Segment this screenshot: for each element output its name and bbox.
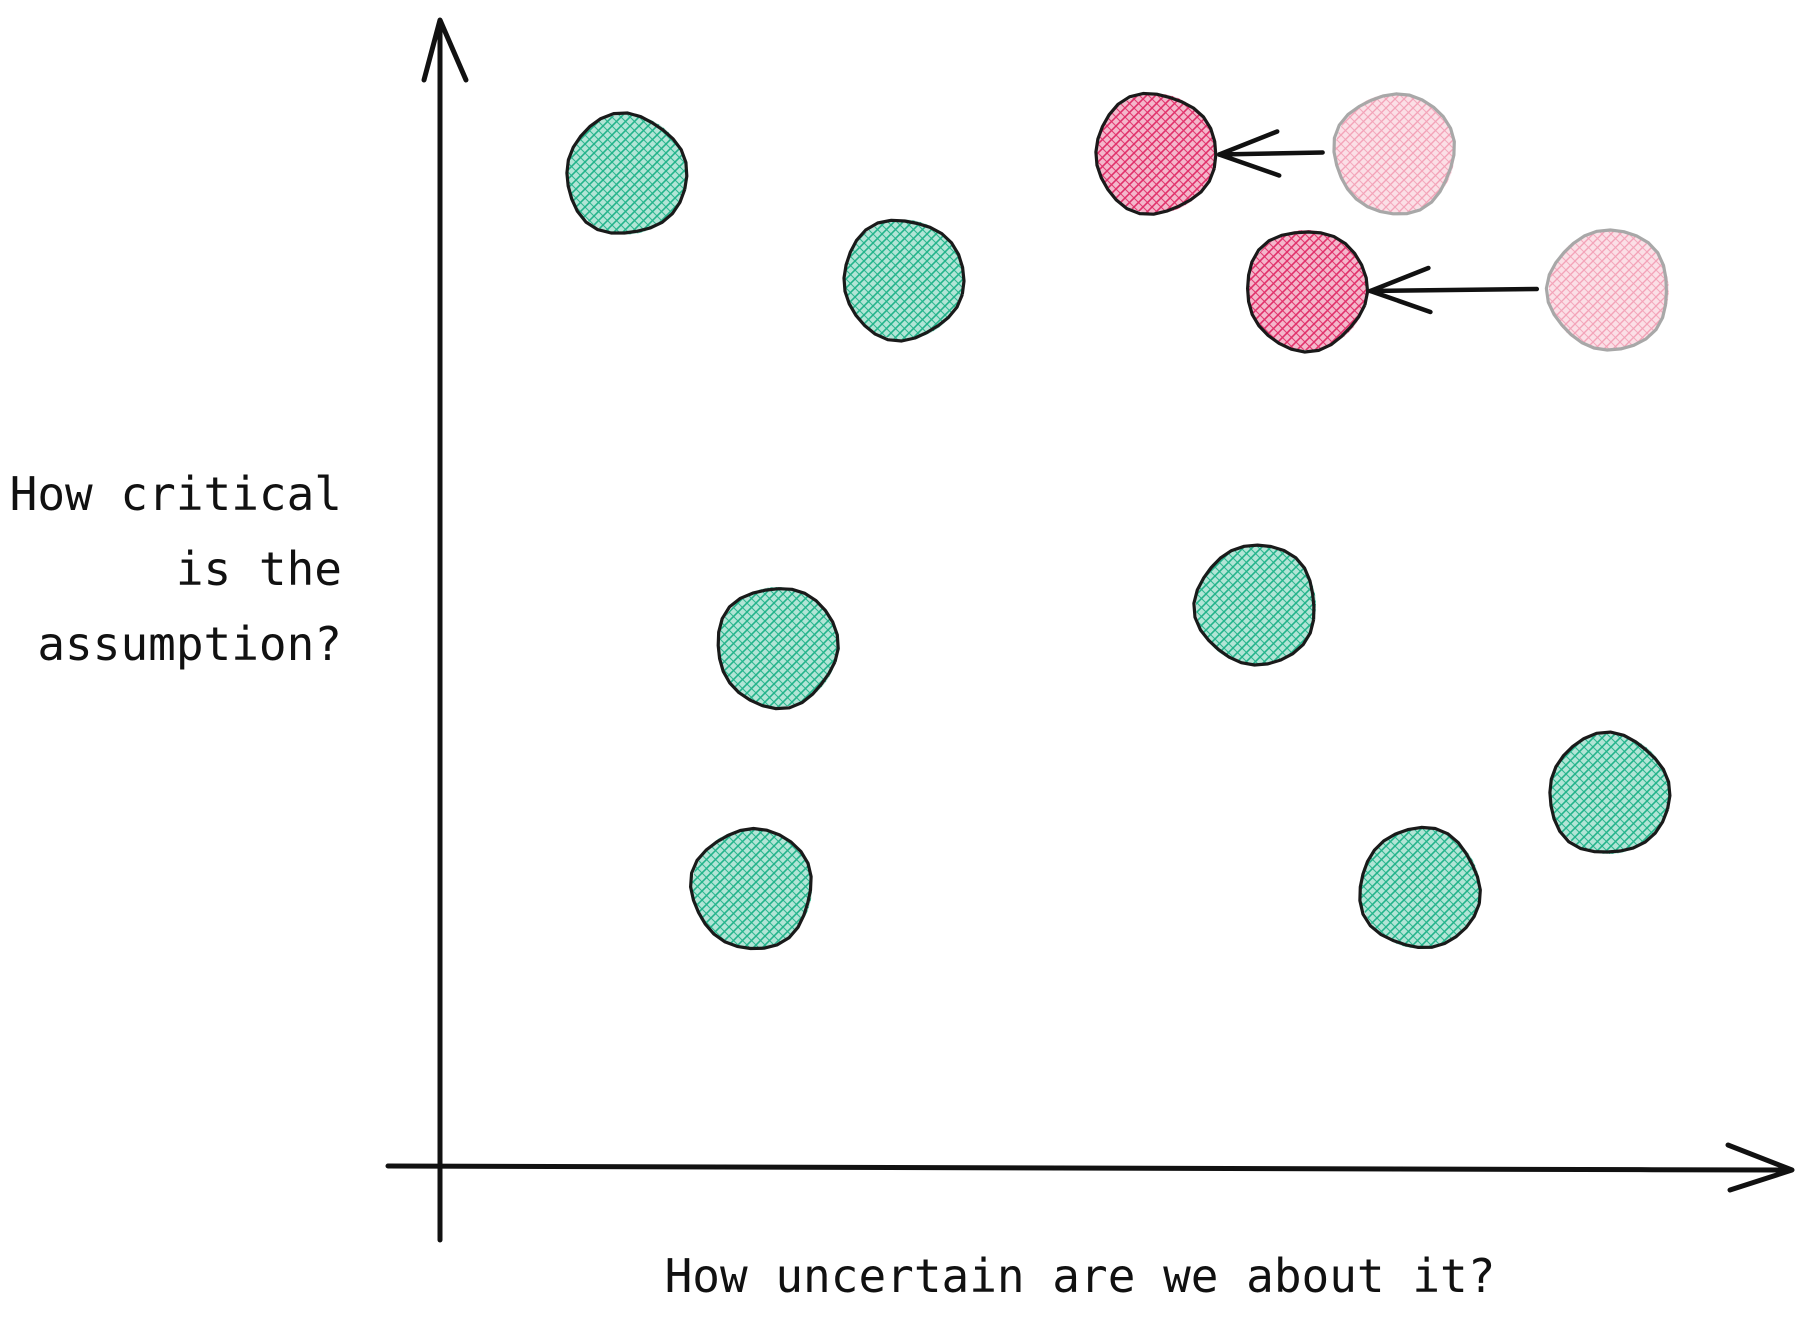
risky-assumption-point-7: [1094, 91, 1218, 216]
validated-assumption-point-6-outline: [1548, 730, 1672, 854]
validated-assumption-point-0-outline: [565, 111, 689, 235]
previous-position-point-7: [1332, 92, 1456, 216]
y-axis-label-line-2: is the: [176, 542, 342, 596]
validated-assumption-point-3-outline: [689, 826, 813, 951]
movement-arrow-head-7: [1216, 129, 1282, 178]
previous-position-point-8: [1544, 228, 1669, 352]
x-axis-label: How uncertain are we about it?: [665, 1249, 1496, 1303]
validated-assumption-point-5: [1358, 825, 1482, 949]
validated-assumption-point-4-outline: [1192, 543, 1316, 667]
risky-assumption-point-7-fill: [1095, 93, 1216, 214]
x-axis: [385, 1142, 1795, 1193]
y-axis-arrowhead: [421, 17, 469, 83]
risky-assumption-point-7-outline: [1094, 91, 1218, 216]
movement-arrows: [1216, 129, 1540, 315]
validated-assumption-point-0: [565, 111, 689, 235]
x-axis-line: [385, 1163, 1793, 1173]
movement-arrow-line-7: [1216, 150, 1325, 157]
validated-assumption-point-4: [1192, 543, 1316, 667]
y-axis-label-line-1: How critical: [10, 467, 342, 521]
y-axis-line: [437, 19, 444, 1243]
validated-assumption-point-6-fill: [1548, 734, 1669, 854]
validated-assumption-point-1: [842, 218, 966, 343]
data-points: [565, 91, 1672, 951]
risky-assumption-point-8-fill: [1246, 230, 1367, 350]
y-axis: [421, 17, 469, 1243]
risky-assumption-point-8-outline: [1246, 230, 1370, 354]
risky-assumption-point-8: [1246, 230, 1370, 354]
previous-position-point-7-outline: [1332, 92, 1456, 216]
y-axis-label-line-3: assumption?: [37, 617, 342, 671]
validated-assumption-point-6: [1548, 730, 1672, 854]
validated-assumption-point-4-fill: [1196, 545, 1316, 665]
movement-arrow-line-8: [1368, 286, 1540, 294]
validated-assumption-point-1-fill: [843, 219, 964, 340]
validated-assumption-point-1-outline: [842, 218, 966, 343]
validated-assumption-point-3: [689, 826, 813, 951]
validated-assumption-point-2-outline: [716, 587, 840, 711]
validated-assumption-point-2: [716, 587, 840, 711]
previous-position-point-7-fill: [1334, 93, 1455, 214]
validated-assumption-point-5-outline: [1358, 825, 1482, 949]
validated-assumption-point-0-fill: [566, 114, 686, 235]
x-axis-arrowhead: [1725, 1142, 1795, 1193]
movement-arrow-head-8: [1368, 265, 1433, 315]
validated-assumption-point-5-fill: [1359, 828, 1480, 949]
validated-assumption-point-3-fill: [692, 828, 812, 949]
previous-position-point-8-fill: [1548, 230, 1669, 350]
validated-assumption-point-2-fill: [717, 587, 838, 707]
previous-position-point-8-outline: [1544, 228, 1668, 352]
